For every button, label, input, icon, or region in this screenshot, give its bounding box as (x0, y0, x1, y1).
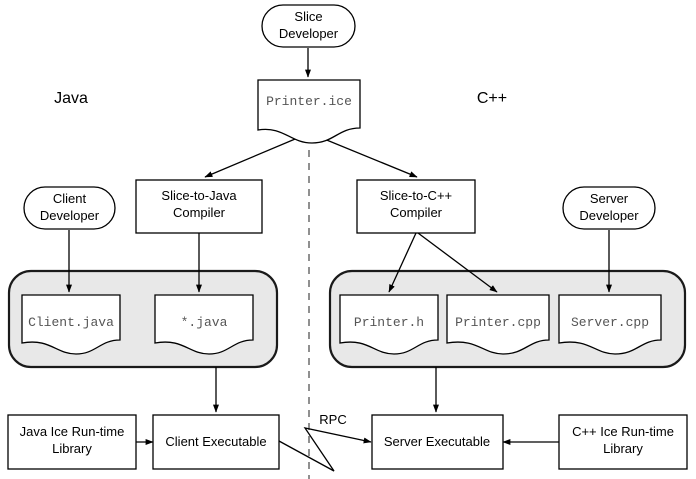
client-java-label: Client.java (28, 315, 114, 330)
java-ice-runtime-library-shape[interactable] (7, 414, 137, 470)
printer-h-shape[interactable] (339, 294, 439, 355)
slice-developer-label-line1: Slice (294, 9, 322, 24)
server-cpp-shape[interactable] (558, 294, 662, 355)
slice-to-java-compiler-shape[interactable] (135, 179, 263, 234)
star-java-label: *.java (181, 315, 228, 330)
server-developer-label-line1: Server (590, 191, 629, 206)
slice-developer-label-line2: Developer (279, 26, 339, 41)
server-executable-label: Server Executable (384, 434, 490, 449)
cpp-ice-runtime-label-line1: C++ Ice Run-time (572, 424, 674, 439)
slice-to-cpp-compiler-label-line1: Slice-to-C++ (380, 188, 452, 203)
printer-ice-label: Printer.ice (266, 94, 352, 109)
client-developer-shape[interactable] (23, 186, 116, 230)
cpp-ice-runtime-label-line2: Library (603, 441, 643, 456)
edge-printer-ice-to-slice-to-java (204, 133, 308, 178)
client-executable-label: Client Executable (165, 434, 266, 449)
server-executable-shape[interactable] (371, 414, 504, 470)
java-ice-runtime-label-line2: Library (52, 441, 92, 456)
server-developer-label-line2: Developer (579, 208, 639, 223)
cpp-ice-runtime-library-shape[interactable] (558, 414, 688, 470)
java-ice-runtime-label-line1: Java Ice Run-time (20, 424, 125, 439)
rpc-connector-label: RPC (319, 412, 346, 427)
client-developer-label-line1: Client (53, 191, 87, 206)
server-cpp-label: Server.cpp (571, 315, 649, 330)
slice-to-java-compiler-label-line2: Compiler (173, 205, 226, 220)
client-executable-shape[interactable] (152, 414, 280, 470)
client-java-shape[interactable] (21, 294, 121, 355)
printer-cpp-label: Printer.cpp (455, 315, 541, 330)
edge-slice-to-cpp-to-printer-h (388, 232, 417, 293)
side-label-cpp: C++ (477, 90, 507, 107)
slice-to-cpp-compiler-label-line2: Compiler (390, 205, 443, 220)
printer-cpp-shape[interactable] (446, 294, 550, 355)
edge-printer-ice-to-slice-to-cpp (311, 133, 418, 178)
edge-rpc-connector (278, 427, 372, 472)
slice-to-cpp-compiler-shape[interactable] (356, 179, 476, 234)
side-label-java: Java (54, 90, 88, 107)
star-java-shape[interactable] (154, 294, 254, 355)
printer-h-label: Printer.h (354, 315, 424, 330)
edge-slice-to-cpp-to-printer-cpp (417, 232, 498, 293)
client-developer-label-line2: Developer (40, 208, 100, 223)
slice-to-java-compiler-label-line1: Slice-to-Java (161, 188, 237, 203)
server-developer-shape[interactable] (562, 186, 656, 230)
slice-developer-shape[interactable] (261, 4, 356, 48)
printer-ice-shape[interactable] (257, 79, 361, 144)
